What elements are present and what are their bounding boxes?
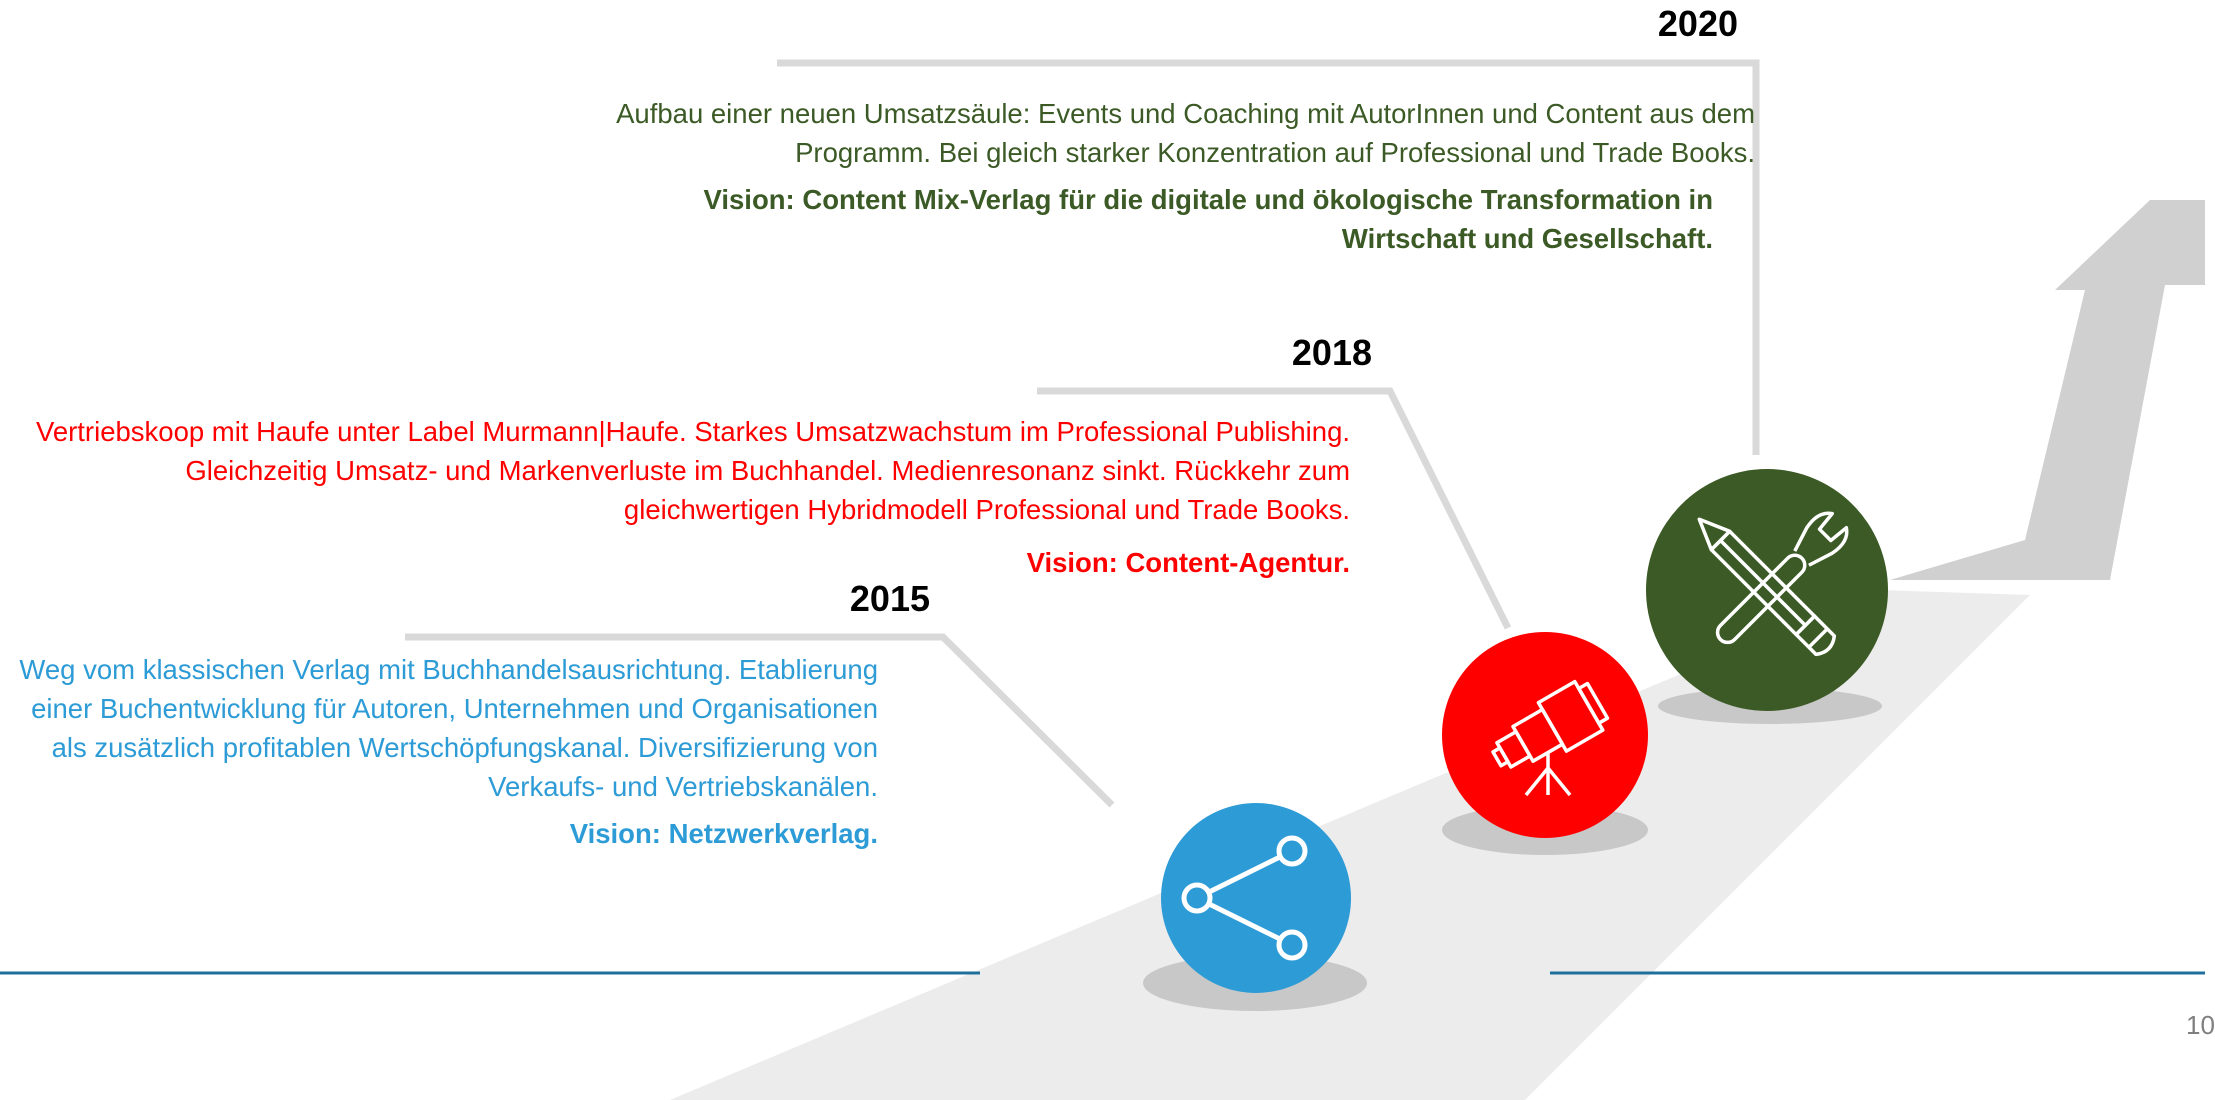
share-icon [1181, 835, 1308, 961]
milestone-2015-text: Weg vom klassischen Verlag mit Buchhande… [19, 654, 878, 802]
circle-2018 [1442, 632, 1648, 838]
year-2018: 2018 [1291, 332, 1372, 373]
wrench-pencil-icon [1697, 511, 1849, 657]
connector-2018 [1037, 387, 1512, 630]
milestone-2015-block: Weg vom klassischen Verlag mit Buchhande… [0, 650, 878, 853]
year-2020: 2020 [1657, 3, 1738, 44]
telescope-icon [1491, 679, 1610, 797]
connector-2020 [777, 59, 1760, 455]
page-number: 10 [2186, 1010, 2215, 1040]
year-2015: 2015 [849, 578, 930, 619]
milestone-2020-block: Aufbau einer neuen Umsatzsäule: Events u… [480, 94, 1755, 258]
milestone-2018-block: Vertriebskoop mit Haufe unter Label Murm… [20, 412, 1350, 582]
milestone-2015-vision: Vision: Netzwerkverlag. [569, 818, 878, 849]
milestone-2018-vision: Vision: Content-Agentur. [1026, 547, 1350, 578]
connector-2015 [405, 633, 1115, 808]
growth-arrow [1890, 200, 2205, 580]
milestone-2018-text: Vertriebskoop mit Haufe unter Label Murm… [36, 416, 1350, 525]
circle-2020 [1646, 469, 1888, 711]
milestone-2020-vision: Vision: Content Mix-Verlag für die digit… [703, 184, 1713, 254]
milestone-2020-text: Aufbau einer neuen Umsatzsäule: Events u… [616, 98, 1755, 168]
